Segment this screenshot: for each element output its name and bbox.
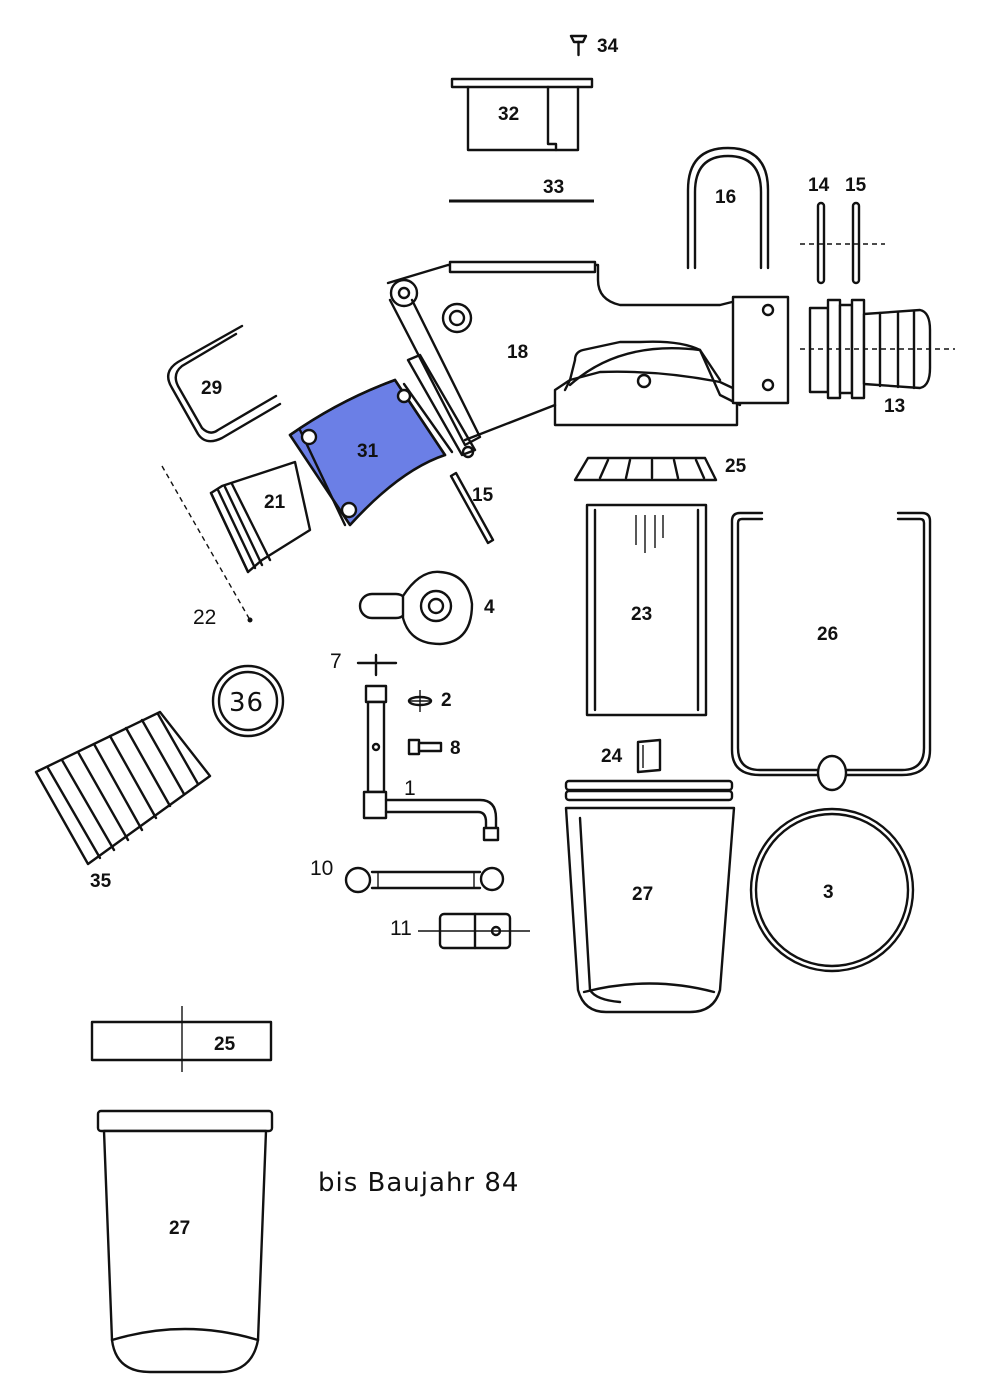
label-27-bottom: 27 [169, 1218, 190, 1239]
label-25-bottom: 25 [214, 1034, 236, 1055]
label-32: 32 [498, 104, 519, 125]
part-25-ring-bottom: 25 [90, 1006, 273, 1072]
part-21-cone: 21 [209, 460, 312, 574]
label-15-top: 15 [845, 175, 867, 196]
label-7: 7 [330, 650, 342, 673]
label-13: 13 [884, 396, 905, 417]
label-25-top: 25 [725, 456, 747, 477]
label-33: 33 [543, 177, 564, 198]
part-14-pin: 14 [808, 175, 830, 285]
label-35: 35 [90, 871, 112, 892]
label-16: 16 [715, 187, 736, 208]
label-23: 23 [631, 604, 652, 625]
label-10: 10 [310, 857, 333, 880]
label-26: 26 [817, 624, 838, 645]
label-11: 11 [390, 917, 412, 940]
part-29-clip: 29 [166, 324, 282, 443]
part-35-bellows: 35 [34, 710, 212, 892]
label-4: 4 [484, 597, 495, 618]
label-2: 2 [441, 690, 452, 711]
part-15-pin: 15 [845, 175, 867, 285]
label-15-lower: 15 [472, 485, 494, 506]
label-34: 34 [597, 36, 619, 57]
label-1: 1 [404, 777, 416, 800]
part-3-ring: 3 [749, 807, 915, 973]
part-1-lever: 1 [362, 684, 500, 842]
part-15-pin-lower: 15 [449, 471, 495, 545]
part-36-ring: 36 [211, 664, 285, 738]
part-18-housing: 18 [386, 260, 790, 459]
part-16-u-clip: 16 [686, 146, 770, 270]
part-25-ring: 25 [573, 456, 747, 482]
part-13-coupling: 13 [800, 298, 955, 417]
part-32-bracket: 32 [450, 77, 594, 152]
note-bis-baujahr-84: bis Baujahr 84 [318, 1168, 519, 1198]
label-36: 36 [229, 688, 264, 718]
label-27-middle: 27 [632, 884, 653, 905]
label-24: 24 [601, 746, 623, 767]
part-33-gasket: 33 [449, 177, 594, 203]
part-11-sleeve: 11 [390, 912, 530, 950]
label-21: 21 [264, 492, 286, 513]
part-24-clip: 24 [601, 738, 662, 774]
part-23-filter: 23 [585, 503, 708, 717]
part-26-bail: 26 [730, 511, 932, 792]
label-18: 18 [507, 342, 528, 363]
part-10-spring: 10 [310, 857, 505, 894]
part-2-washer: 2 [407, 690, 452, 712]
part-22-seal: 22 [161, 465, 253, 629]
part-4-knob: 4 [358, 570, 495, 646]
part-7-pin: 7 [330, 650, 398, 677]
label-31: 31 [357, 441, 379, 462]
label-29: 29 [201, 378, 222, 399]
part-34-screw: 34 [569, 34, 619, 57]
label-8: 8 [450, 738, 461, 759]
part-8-screw: 8 [407, 738, 461, 759]
part-31-sleeve-highlighted[interactable]: 31 [288, 378, 454, 527]
part-27-cup-bottom: 27 [96, 1109, 274, 1374]
label-14: 14 [808, 175, 830, 196]
label-3: 3 [823, 882, 834, 903]
part-27-cup: 27 [564, 779, 736, 1014]
label-22: 22 [193, 606, 216, 629]
